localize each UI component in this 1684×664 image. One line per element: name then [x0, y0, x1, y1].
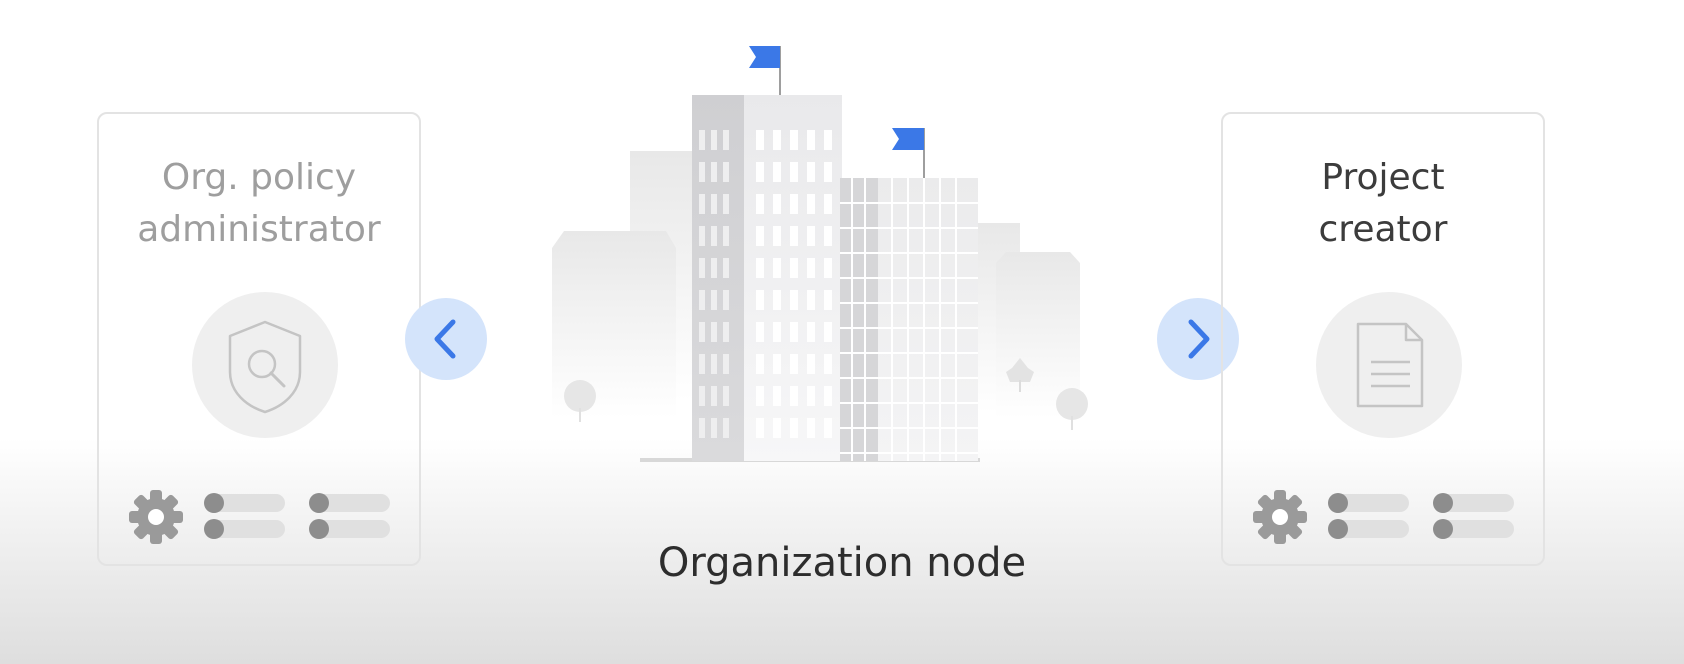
organization-building-illustration [540, 38, 1120, 482]
gear-icon [1253, 490, 1307, 544]
chevron-right-button[interactable] [1157, 298, 1239, 380]
settings-controls [1253, 486, 1523, 546]
chevron-left-button[interactable] [405, 298, 487, 380]
slider-icon [309, 493, 390, 539]
chevron-right-icon [1188, 319, 1210, 359]
settings-controls [129, 486, 399, 546]
flag-icon [749, 46, 781, 95]
document-icon [1316, 292, 1462, 438]
slider-icon [1328, 493, 1409, 539]
project-creator-card: Project creator [1221, 112, 1545, 566]
slider-icon [204, 493, 285, 539]
organization-node-label: Organization node [657, 540, 1027, 586]
chevron-left-icon [434, 319, 456, 359]
shield-search-icon [192, 292, 338, 438]
gear-icon [129, 490, 183, 544]
slider-icon [1433, 493, 1514, 539]
flag-icon [892, 128, 925, 178]
card-title: Project creator [1318, 157, 1448, 250]
card-title: Org. policy administrator [137, 157, 381, 250]
org-policy-administrator-card: Org. policy administrator [97, 112, 421, 566]
